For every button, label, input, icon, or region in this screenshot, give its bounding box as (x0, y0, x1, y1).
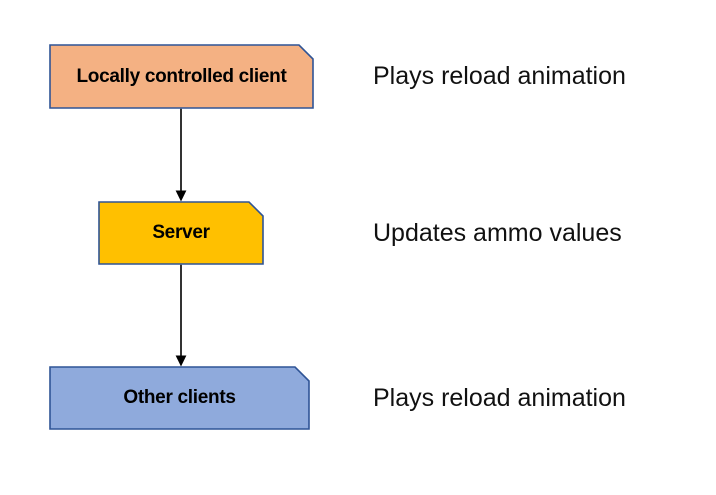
node-shape-other-clients (49, 366, 310, 430)
node-shape-locally-controlled-client (49, 44, 314, 109)
annotation-plays-reload-animation-bottom: Plays reload animation (373, 383, 626, 412)
annotation-updates-ammo-values: Updates ammo values (373, 218, 622, 247)
annotation-plays-reload-animation-top: Plays reload animation (373, 62, 626, 90)
arrowhead-client-to-server (175, 190, 187, 202)
arrowhead-server-to-other-clients (175, 355, 187, 367)
node-shape-server (98, 201, 264, 265)
